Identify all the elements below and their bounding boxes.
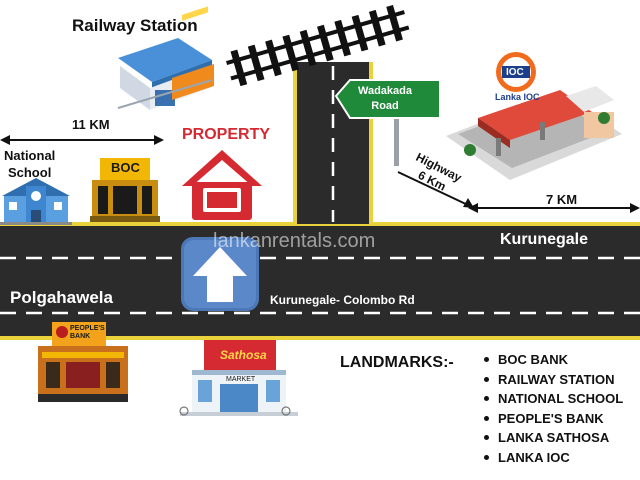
landmark-item: NATIONAL SCHOOL bbox=[484, 389, 623, 409]
property-house-icon bbox=[182, 150, 262, 220]
distance-left-label: 11 KM bbox=[72, 117, 110, 132]
peoples-bank-icon bbox=[38, 322, 128, 402]
side-road-right-edge bbox=[369, 62, 373, 224]
main-road bbox=[0, 222, 640, 340]
lanka-ioc-icon bbox=[446, 52, 622, 180]
boc-logo-text: BOC bbox=[111, 160, 140, 175]
distance-arrow-right bbox=[468, 203, 640, 213]
national-school-icon bbox=[0, 178, 72, 225]
wadakada-road-sign bbox=[334, 79, 441, 119]
landmarks-title: LANDMARKS:- bbox=[340, 354, 454, 371]
landmark-item: BOC BANK bbox=[484, 350, 623, 370]
railway-track-icon bbox=[226, 4, 410, 87]
property-label: PROPERTY bbox=[182, 126, 271, 143]
road-name-label: Kurunegale- Colombo Rd bbox=[270, 293, 415, 307]
main-road-bottom-edge bbox=[0, 336, 640, 340]
distance-arrow-left bbox=[0, 135, 164, 145]
landmark-item: LANKA IOC bbox=[484, 448, 623, 468]
wadakada-road-label: Wadakada Road bbox=[358, 85, 413, 112]
lanka-sathosa-icon bbox=[179, 340, 298, 416]
railway-station-icon bbox=[117, 6, 214, 110]
national-school-label: National School bbox=[4, 148, 56, 180]
landmark-item: PEOPLE'S BANK bbox=[484, 409, 623, 429]
highway-arrow bbox=[397, 171, 474, 208]
distance-right-label: 7 KM bbox=[546, 192, 578, 207]
landmark-item: RAILWAY STATION bbox=[484, 370, 623, 390]
boc-bank-icon bbox=[90, 158, 160, 222]
ioc-logo-text: IOC bbox=[506, 67, 524, 78]
side-road-left-edge bbox=[293, 62, 297, 224]
railway-station-label: Railway Station bbox=[72, 16, 198, 35]
watermark-text: lankanrentals.com bbox=[213, 230, 376, 252]
sathosa-logo-text: Sathosa bbox=[220, 348, 267, 362]
landmark-item: LANKA SATHOSA bbox=[484, 428, 623, 448]
market-logo-text: MARKET bbox=[226, 376, 256, 383]
direction-up-arrow-icon bbox=[181, 237, 259, 311]
kurunegale-label: Kurunegale bbox=[500, 231, 589, 248]
landmarks-list: BOC BANK RAILWAY STATION NATIONAL SCHOOL… bbox=[484, 350, 623, 467]
lanka-ioc-logo-text: Lanka IOC bbox=[495, 92, 540, 102]
peoples-bank-logo-text: PEOPLE'S BANK bbox=[70, 325, 105, 340]
sign-post bbox=[394, 84, 399, 166]
polgahawela-label: Polgahawela bbox=[10, 288, 113, 307]
